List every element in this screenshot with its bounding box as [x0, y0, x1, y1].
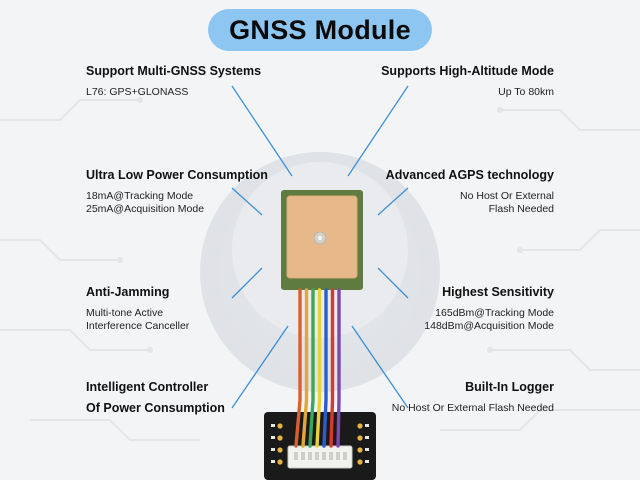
wire — [322, 288, 328, 448]
feature-desc: 18mA@Tracking Mode 25mA@Acquisition Mode — [86, 190, 205, 215]
feature-title: Advanced AGPS technology — [385, 168, 554, 182]
feature-desc: No Host Or External Flash Needed — [460, 190, 554, 215]
feature-title: Ultra Low Power Consumption — [86, 168, 268, 182]
wire — [308, 288, 315, 448]
feature-controller: Intelligent Controller Of Power Consumpt… — [86, 380, 286, 416]
feature-title: Highest Sensitivity — [442, 285, 554, 299]
feature-title: Intelligent Controller — [86, 380, 209, 394]
wire — [329, 288, 335, 448]
wire — [336, 288, 341, 448]
connector-lines — [231, 85, 409, 409]
page-title: GNSS Module — [229, 14, 411, 45]
feature-logger: Built-In Logger No Host Or External Flas… — [354, 380, 554, 415]
feature-title: Anti-Jamming — [86, 285, 170, 299]
feature-multi-gnss: Support Multi-GNSS Systems L76: GPS+GLON… — [86, 64, 286, 99]
feature-desc: No Host Or External Flash Needed — [391, 402, 554, 414]
feature-altitude: Supports High-Altitude Mode Up To 80km — [354, 64, 554, 99]
ribbon-wires — [294, 288, 341, 448]
wire — [301, 288, 309, 448]
feature-agps: Advanced AGPS technology No Host Or Exte… — [354, 168, 554, 216]
feature-title: Support Multi-GNSS Systems — [86, 64, 262, 78]
feature-title-line2: Of Power Consumption — [86, 401, 225, 415]
board-connector — [287, 445, 353, 469]
feature-desc: L76: GPS+GLONASS — [86, 86, 189, 98]
feature-sensitivity: Highest Sensitivity 165dBm@Tracking Mode… — [354, 285, 554, 333]
feature-title: Built-In Logger — [465, 380, 554, 394]
feature-desc: Up To 80km — [498, 86, 554, 98]
feature-low-power: Ultra Low Power Consumption 18mA@Trackin… — [86, 168, 286, 216]
feature-desc: Multi-tone Active Interference Canceller — [86, 307, 190, 332]
gnss-board — [264, 412, 376, 480]
feature-anti-jamming: Anti-Jamming Multi-tone Active Interfere… — [86, 285, 286, 333]
wire — [294, 288, 302, 448]
gnss-antenna — [281, 190, 363, 290]
feature-desc: 165dBm@Tracking Mode 148dBm@Acquisition … — [424, 307, 554, 332]
feature-title: Supports High-Altitude Mode — [381, 64, 554, 78]
circuit-traces — [0, 99, 640, 441]
wire — [315, 288, 322, 448]
title-banner: GNSS Module — [208, 9, 432, 51]
